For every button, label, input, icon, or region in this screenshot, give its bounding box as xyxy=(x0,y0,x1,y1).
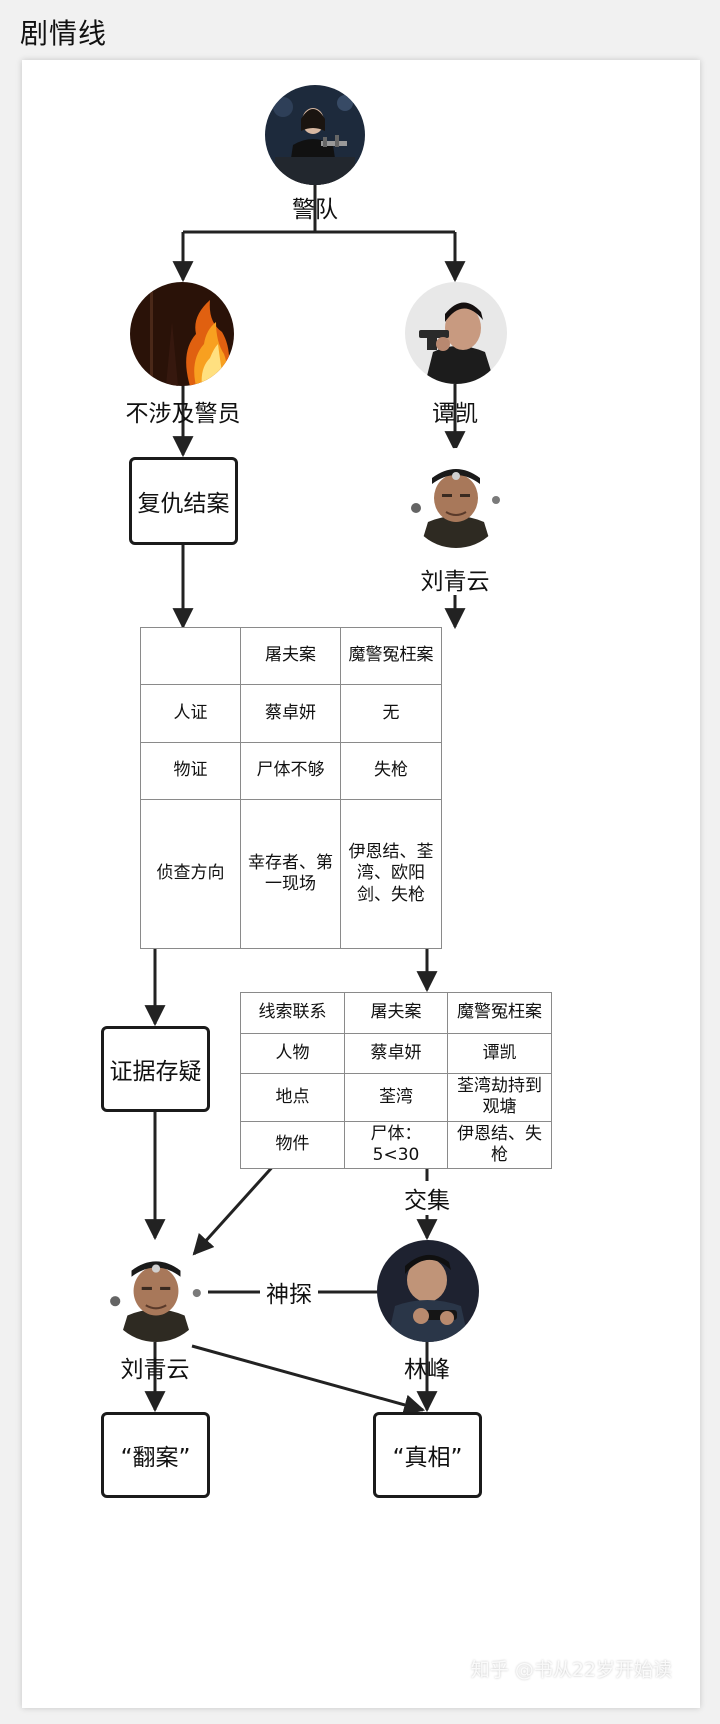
table-cell: 幸存者、第一现场 xyxy=(240,799,341,949)
table-cell: 物证 xyxy=(140,742,241,800)
revenge-box: 复仇结案 xyxy=(129,457,238,545)
table-cell: 谭凯 xyxy=(447,1033,552,1074)
table-cell: 人证 xyxy=(140,684,241,743)
clue-link-table: 线索联系 屠夫案 魔警冤枉案 人物 蔡卓妍 谭凯 地点 荃湾 荃湾劫持到观塘 物… xyxy=(240,992,552,1169)
case-comparison-table: 屠夫案 魔警冤枉案 人证 蔡卓妍 无 物证 尸体不够 失枪 侦查方向 幸存者、第… xyxy=(140,627,442,949)
table-row: 线索联系 屠夫案 魔警冤枉案 xyxy=(240,992,552,1034)
watermark: 知乎 @书从22岁开始读 xyxy=(470,1659,672,1681)
edge-liu-truth xyxy=(191,1344,426,1416)
table-cell: 无 xyxy=(340,684,442,743)
aiming-man-icon xyxy=(377,1240,479,1342)
edge-table2-liu xyxy=(192,1151,287,1256)
liu-qingyun-top-avatar xyxy=(406,448,506,548)
lin-feng-label: 林峰 xyxy=(404,1357,450,1383)
table-cell: 荃湾 xyxy=(344,1073,448,1122)
table-cell: 线索联系 xyxy=(240,992,345,1034)
press-conference-icon xyxy=(265,85,365,185)
table-cell: 屠夫案 xyxy=(344,992,448,1034)
fire-icon xyxy=(130,282,234,386)
liu-qingyun-top-label: 刘青云 xyxy=(420,569,490,595)
table-cell: 侦查方向 xyxy=(140,799,241,949)
table-cell: 荃湾劫持到观塘 xyxy=(447,1073,552,1122)
page-title: 剧情线 xyxy=(20,17,108,50)
diagram-canvas: 警队 不涉及警员 谭凯 复仇结案 xyxy=(22,60,700,1708)
table-row: 物证 尸体不够 失枪 xyxy=(140,742,442,800)
table-cell: 物件 xyxy=(240,1120,345,1169)
table-cell: 魔警冤枉案 xyxy=(447,992,552,1034)
table-row: 侦查方向 幸存者、第一现场 伊恩结、荃湾、欧阳剑、失枪 xyxy=(140,799,442,949)
table-cell: 失枪 xyxy=(340,742,442,800)
table-cell: 伊恩结、失枪 xyxy=(447,1120,552,1169)
gunman-icon xyxy=(405,282,507,384)
evidence-doubt-box: 证据存疑 xyxy=(101,1026,210,1112)
tan-kai-avatar xyxy=(405,282,507,384)
overturn-box: “翻案” xyxy=(101,1412,210,1498)
intersect-label: 交集 xyxy=(398,1181,456,1215)
table-cell: 屠夫案 xyxy=(240,627,341,685)
table-cell: 人物 xyxy=(240,1033,345,1074)
table-row: 人物 蔡卓妍 谭凯 xyxy=(240,1033,552,1074)
table-cell: 尸体：5<30 xyxy=(344,1120,448,1169)
table-cell xyxy=(140,627,241,685)
table-cell: 蔡卓妍 xyxy=(240,684,341,743)
table-row: 地点 荃湾 荃湾劫持到观塘 xyxy=(240,1073,552,1122)
table-cell: 蔡卓妍 xyxy=(344,1033,448,1074)
lin-feng-avatar xyxy=(377,1240,479,1342)
liu-qingyun-bottom-avatar xyxy=(105,1240,207,1342)
no-police-avatar xyxy=(130,282,234,386)
policeman-icon xyxy=(105,1240,207,1342)
table-cell: 魔警冤枉案 xyxy=(340,627,442,685)
detective-label: 神探 xyxy=(260,1275,318,1309)
no-police-label: 不涉及警员 xyxy=(125,401,241,427)
police-label: 警队 xyxy=(292,197,338,223)
table-row: 屠夫案 魔警冤枉案 xyxy=(140,627,442,685)
table-cell: 尸体不够 xyxy=(240,742,341,800)
policeman-icon xyxy=(406,448,506,548)
table-row: 人证 蔡卓妍 无 xyxy=(140,684,442,743)
liu-qingyun-bottom-label: 刘青云 xyxy=(120,1357,190,1383)
table-row: 物件 尸体：5<30 伊恩结、失枪 xyxy=(240,1120,552,1169)
tan-kai-label: 谭凯 xyxy=(432,401,478,427)
table-cell: 伊恩结、荃湾、欧阳剑、失枪 xyxy=(340,799,442,949)
table-cell: 地点 xyxy=(240,1073,345,1122)
truth-box: “真相” xyxy=(373,1412,482,1498)
police-avatar xyxy=(265,85,365,185)
